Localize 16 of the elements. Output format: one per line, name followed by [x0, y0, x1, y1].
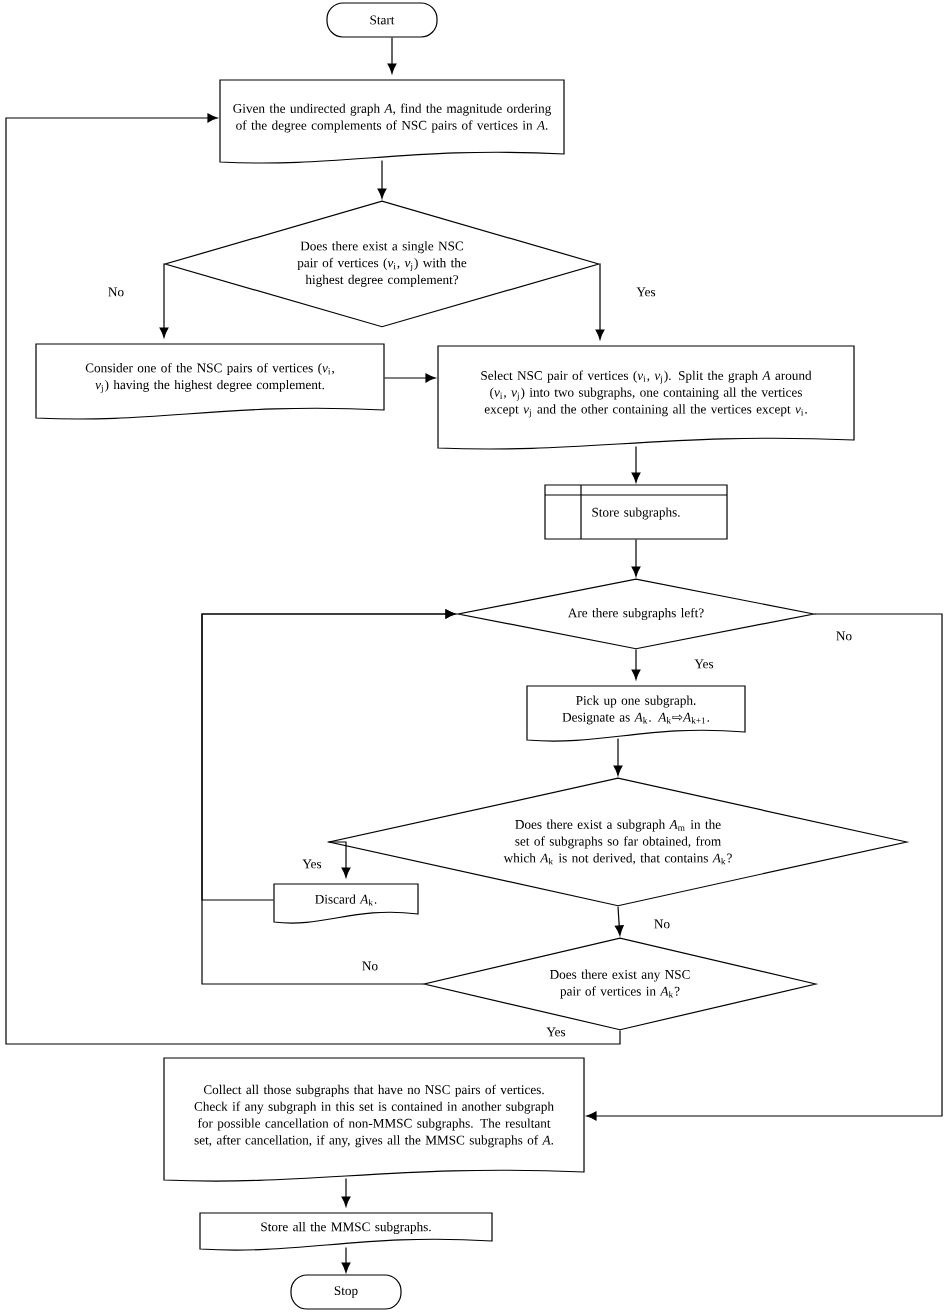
- arrow: [613, 738, 623, 776]
- arrow: [201, 609, 456, 985]
- arrow: [586, 613, 943, 1121]
- arrow: [341, 1247, 351, 1273]
- arrow: [614, 906, 624, 936]
- arrow: [387, 37, 397, 74]
- arrow: [377, 160, 387, 199]
- arrow: [631, 539, 641, 577]
- arrow: [5, 113, 621, 1045]
- arrow: [631, 445, 641, 483]
- arrow: [631, 649, 641, 680]
- arrow: [341, 1178, 351, 1207]
- arrow: [595, 263, 605, 340]
- arrow: [327, 841, 351, 878]
- arrow: [384, 373, 436, 383]
- arrow: [159, 263, 169, 338]
